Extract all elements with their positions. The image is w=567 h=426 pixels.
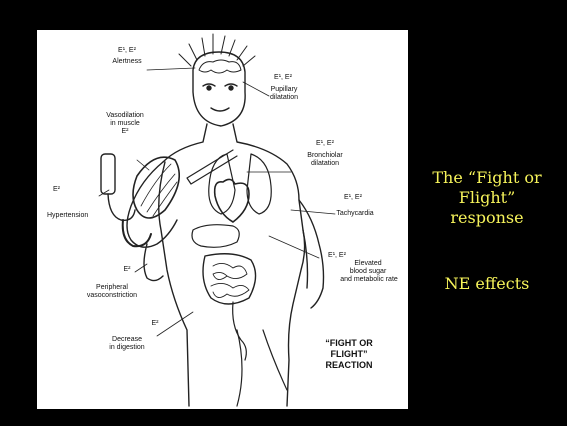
torso-outline xyxy=(163,124,305,406)
tachy-hormones: E¹, E² xyxy=(333,194,373,202)
digest-hormone: E² xyxy=(145,320,165,328)
pupil-label-line1: Pupillary xyxy=(261,86,307,94)
vaso-hormone: E² xyxy=(95,128,155,136)
title-line-2: Flight” xyxy=(412,188,562,208)
title-line-1: The “Fight or xyxy=(412,168,562,188)
left-arm xyxy=(127,162,177,281)
blood-label-line1: Elevated xyxy=(333,260,403,268)
title-line-3: response xyxy=(412,208,562,228)
pupil-label-line2: dilatation xyxy=(261,94,307,102)
vaso-label-line1: Vasodilation xyxy=(95,112,155,120)
alertness-label: Alertness xyxy=(107,58,147,66)
hypertension-label: Hypertension xyxy=(47,212,107,220)
brain-drawing xyxy=(199,60,241,73)
pupil-hormones: E¹, E² xyxy=(261,74,305,82)
bronch-label-line1: Bronchiolar xyxy=(295,152,355,160)
slide-title: The “Fight or Flight” response xyxy=(412,168,562,228)
intestines-drawing xyxy=(203,254,256,304)
slide-subtitle: NE effects xyxy=(412,274,562,294)
periph-label-line1: Peripheral xyxy=(77,284,147,292)
liver-drawing xyxy=(192,225,239,248)
tachycardia-label: Tachycardia xyxy=(325,210,385,218)
bronch-hormones: E¹, E² xyxy=(295,140,355,148)
periph-hormone: E² xyxy=(117,266,137,274)
vaso-label-line2: in muscle xyxy=(95,120,155,128)
heart-drawing xyxy=(215,179,249,222)
fight-or-flight-illustration: E¹, E² Alertness E¹, E² Pupillary dilata… xyxy=(37,30,408,409)
reaction-caption-line2: FLIGHT” xyxy=(309,349,389,359)
digest-label-line1: Decrease xyxy=(97,336,157,344)
reaction-caption-line1: “FIGHT OR xyxy=(309,338,389,348)
blood-label-line3: and metabolic rate xyxy=(333,276,405,284)
mouth xyxy=(211,108,229,111)
digest-label-line2: in digestion xyxy=(97,344,157,352)
bronch-label-line2: dilatation xyxy=(295,160,355,168)
periph-label-line2: vasoconstriction xyxy=(77,292,147,300)
bp-gauge xyxy=(101,154,115,194)
reaction-caption-line3: REACTION xyxy=(309,360,389,370)
hypertension-hormone: E² xyxy=(53,186,83,194)
blood-label-line2: blood sugar xyxy=(333,268,403,276)
blood-hormones: E¹, E² xyxy=(317,252,357,260)
alertness-hormones: E¹, E² xyxy=(107,47,147,55)
hair-strokes xyxy=(179,34,255,66)
